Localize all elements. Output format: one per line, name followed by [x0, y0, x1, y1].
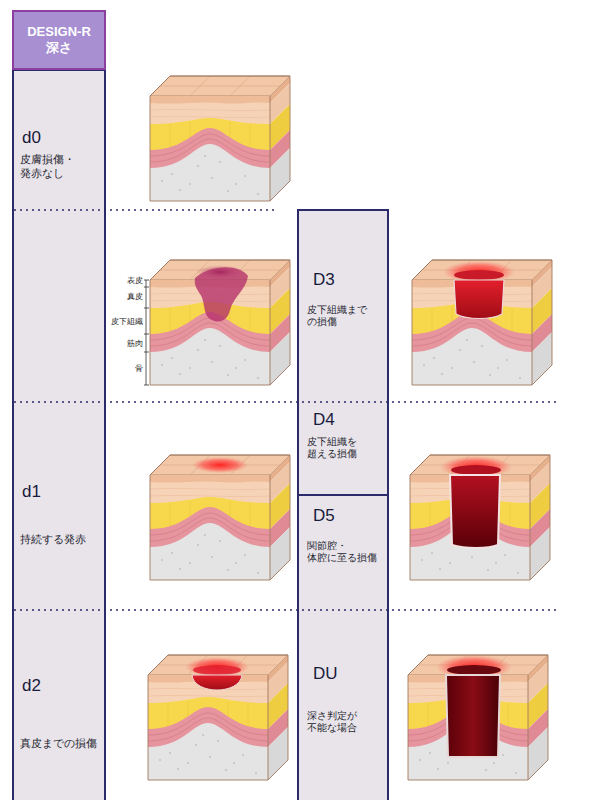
header-box: DESIGN-R 深さ [12, 10, 106, 70]
dotted-line [14, 609, 558, 611]
d2-figure [148, 655, 288, 780]
depth-code: d2 [14, 676, 104, 696]
depth-description: 皮下組織まで の損傷 [298, 304, 382, 328]
depth-code: DU [298, 664, 388, 684]
layer-label: 皮下組織 [103, 317, 143, 326]
depth-cell: D5 関節腔・ 体腔に至る損傷 [298, 506, 388, 564]
depth-description: 真皮までの損傷 [14, 736, 98, 750]
layer-label: 真皮 [103, 292, 143, 301]
depth-cell: d1 持続する発赤 [14, 482, 104, 546]
depth-description: 深さ判定が 不能な場合 [298, 710, 382, 734]
depth-description: 皮下組織を 超える損傷 [298, 436, 382, 460]
depth-cell: d0 皮膚損傷・ 発赤なし [14, 128, 104, 180]
d0-figure [150, 76, 290, 201]
depth-cell: DU 深さ判定が 不能な場合 [298, 664, 388, 734]
right-column [298, 210, 388, 800]
left-column [13, 70, 105, 800]
layer-bracket [144, 280, 149, 385]
depth-code: D5 [298, 506, 388, 526]
d4-d5-figure [410, 455, 550, 580]
depth-code: D3 [298, 270, 388, 290]
depth-code: d1 [14, 482, 104, 502]
depth-code: D4 [298, 410, 388, 430]
layer-label: 表皮 [103, 276, 143, 285]
layer-label: 骨 [103, 364, 143, 373]
dotted-line [14, 209, 278, 211]
depth-cell: D3 皮下組織まで の損傷 [298, 270, 388, 328]
header-text: DESIGN-R 深さ [23, 24, 95, 57]
d3-figure [412, 260, 552, 385]
depth-code: d0 [14, 128, 104, 148]
du-figure [408, 655, 548, 780]
depth-description: 皮膚損傷・ 発赤なし [14, 152, 98, 180]
dti-figure [150, 260, 290, 385]
depth-cell: d2 真皮までの損傷 [14, 676, 104, 750]
depth-description: 関節腔・ 体腔に至る損傷 [298, 540, 382, 564]
depth-description: 持続する発赤 [14, 532, 98, 546]
dotted-line [14, 401, 558, 403]
d1-figure [150, 455, 290, 580]
divider [298, 494, 388, 496]
depth-cell: D4 皮下組織を 超える損傷 [298, 410, 388, 460]
layer-label: 筋肉 [103, 339, 143, 348]
